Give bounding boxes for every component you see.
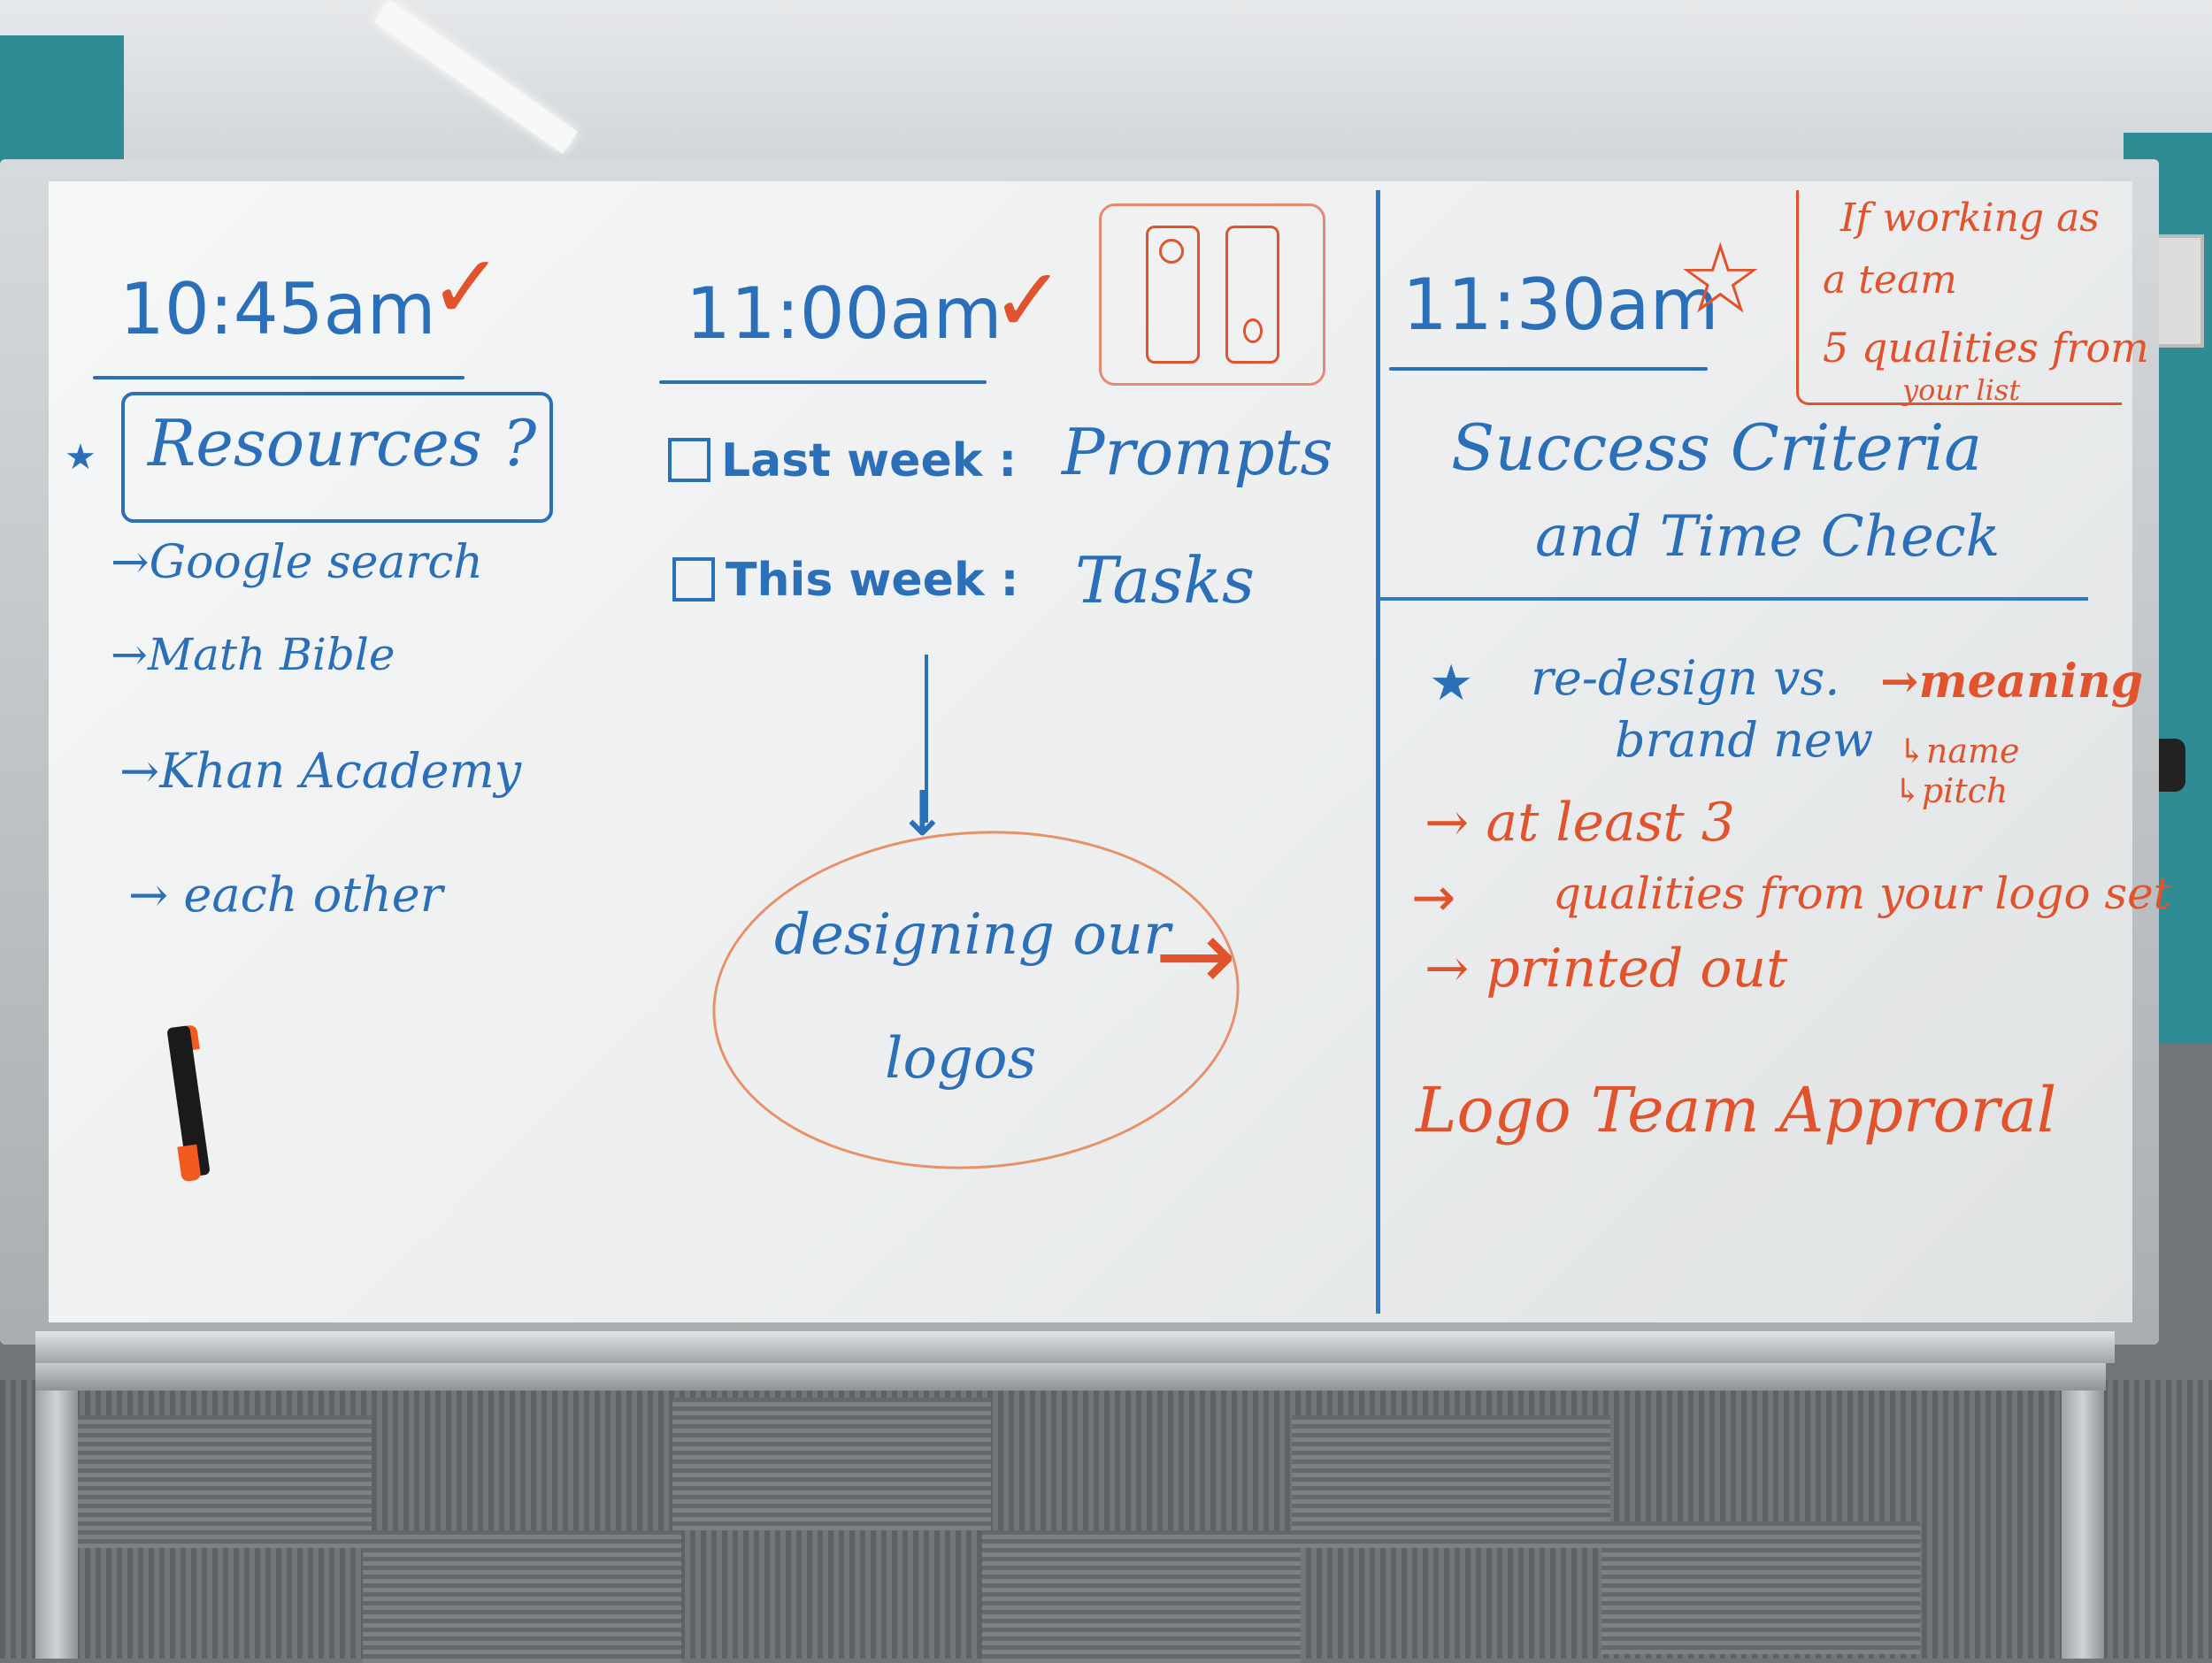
success-criteria-heading: Success Criteria bbox=[1451, 410, 1983, 485]
carpet-tile bbox=[363, 1530, 681, 1663]
arrow-right: → bbox=[1155, 899, 1237, 1012]
team-note-line-3: 5 qualities from bbox=[1823, 324, 2149, 372]
underline-1045 bbox=[93, 376, 465, 379]
phone-sketch-2 bbox=[1225, 226, 1279, 364]
carpet-tile bbox=[1292, 1415, 1610, 1548]
carpet-tile bbox=[1601, 1521, 1920, 1654]
time-1130: 11:30am bbox=[1402, 264, 1719, 346]
team-note-line-1: If working as bbox=[1840, 195, 2100, 241]
resource-google-search: →Google search bbox=[111, 536, 483, 589]
star-outline-icon: ☆ bbox=[1677, 222, 1764, 335]
carpet-floor bbox=[0, 1380, 2212, 1663]
qualities-from-logo-set: qualities from your logo set bbox=[1553, 868, 2171, 919]
team-note-line-2: a team bbox=[1823, 257, 1957, 303]
resource-each-other: → each other bbox=[128, 867, 443, 923]
phone-sketch-1 bbox=[1146, 226, 1200, 364]
oval-text-designing-our: designing our bbox=[774, 902, 1171, 968]
resource-khan-academy: →Khan Academy bbox=[119, 743, 522, 799]
printed-out: → printed out bbox=[1425, 938, 1788, 1000]
whiteboard: 10:45am ✓ ★ Resources ? →Google search →… bbox=[49, 181, 2171, 1322]
phone-sketch-box bbox=[1099, 203, 1325, 386]
section-divider bbox=[1380, 597, 2088, 601]
underline-1130 bbox=[1389, 367, 1708, 371]
arrow-down-head: ↓ bbox=[896, 778, 949, 850]
check-mark-1: ✓ bbox=[429, 235, 503, 339]
checkbox-this-week bbox=[672, 557, 715, 602]
resources-title: Resources ? bbox=[148, 406, 537, 480]
criteria-star-icon: ★ bbox=[1429, 655, 1474, 712]
last-week-prompts: Prompts bbox=[1062, 415, 1333, 489]
phone-sketch-camera bbox=[1159, 239, 1184, 264]
this-week-tasks: Tasks bbox=[1075, 543, 1255, 617]
resources-box bbox=[121, 392, 553, 523]
meaning: →meaning bbox=[1880, 655, 2144, 709]
team-note-box bbox=[1796, 190, 2122, 405]
arrow-down-line bbox=[925, 655, 928, 823]
logo-team-approval: Logo Team Approral bbox=[1416, 1074, 2057, 1146]
this-week-label: This week : bbox=[726, 554, 1019, 607]
stand-crossbar bbox=[35, 1362, 2106, 1391]
sub-pitch: ↳pitch bbox=[1893, 771, 2008, 810]
star-icon: ★ bbox=[65, 437, 96, 478]
arrow-blank: → bbox=[1411, 867, 1456, 929]
redesign-vs: re-design vs. bbox=[1531, 650, 1840, 706]
sub-name: ↳name bbox=[1898, 732, 2020, 770]
time-check-heading: and Time Check bbox=[1535, 504, 2001, 570]
last-week-label: Last week : bbox=[721, 434, 1018, 487]
team-note-line-4: your list bbox=[1902, 373, 2021, 407]
check-mark-2: ✓ bbox=[991, 249, 1065, 352]
carpet-tile bbox=[672, 1398, 991, 1530]
resource-math-bible: →Math Bible bbox=[111, 629, 396, 680]
time-1045: 10:45am bbox=[119, 268, 436, 350]
oval-text-logos: logos bbox=[885, 1026, 1037, 1092]
phone-sketch-button bbox=[1243, 318, 1263, 343]
ceiling bbox=[0, 0, 2212, 190]
checkbox-last-week bbox=[668, 438, 710, 482]
brand-new: brand new bbox=[1615, 712, 1874, 768]
teal-wall-left bbox=[0, 35, 124, 168]
column-divider bbox=[1376, 190, 1380, 1314]
time-1100: 11:00am bbox=[686, 272, 1002, 355]
underline-1100 bbox=[659, 380, 987, 384]
at-least-3: → at least 3 bbox=[1425, 792, 1735, 854]
marker-tray bbox=[35, 1331, 2115, 1363]
carpet-tile bbox=[53, 1415, 372, 1548]
carpet-tile bbox=[982, 1530, 1301, 1663]
